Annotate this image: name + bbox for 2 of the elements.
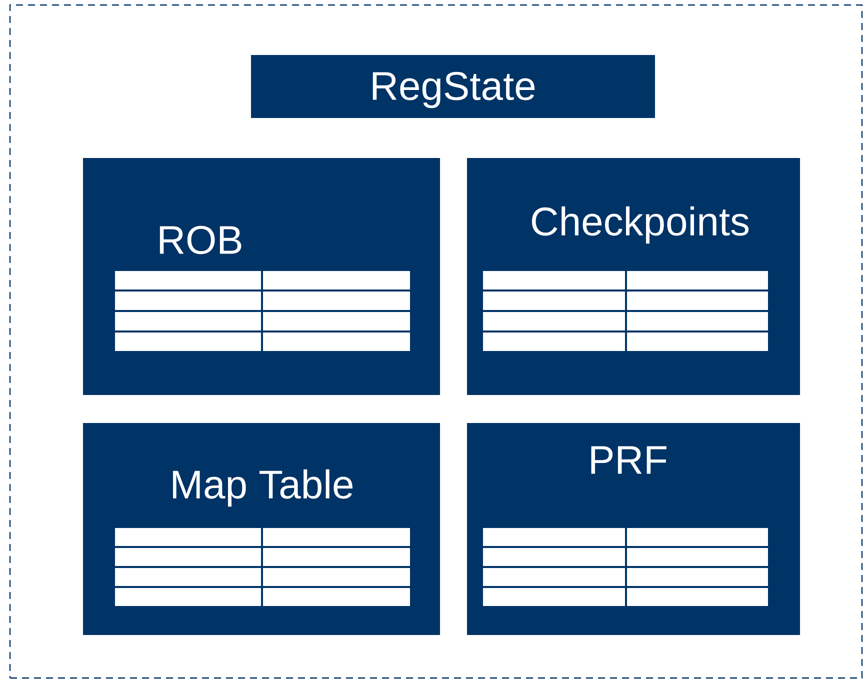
title-box: RegState <box>251 55 655 118</box>
dashed-frame <box>9 4 863 679</box>
